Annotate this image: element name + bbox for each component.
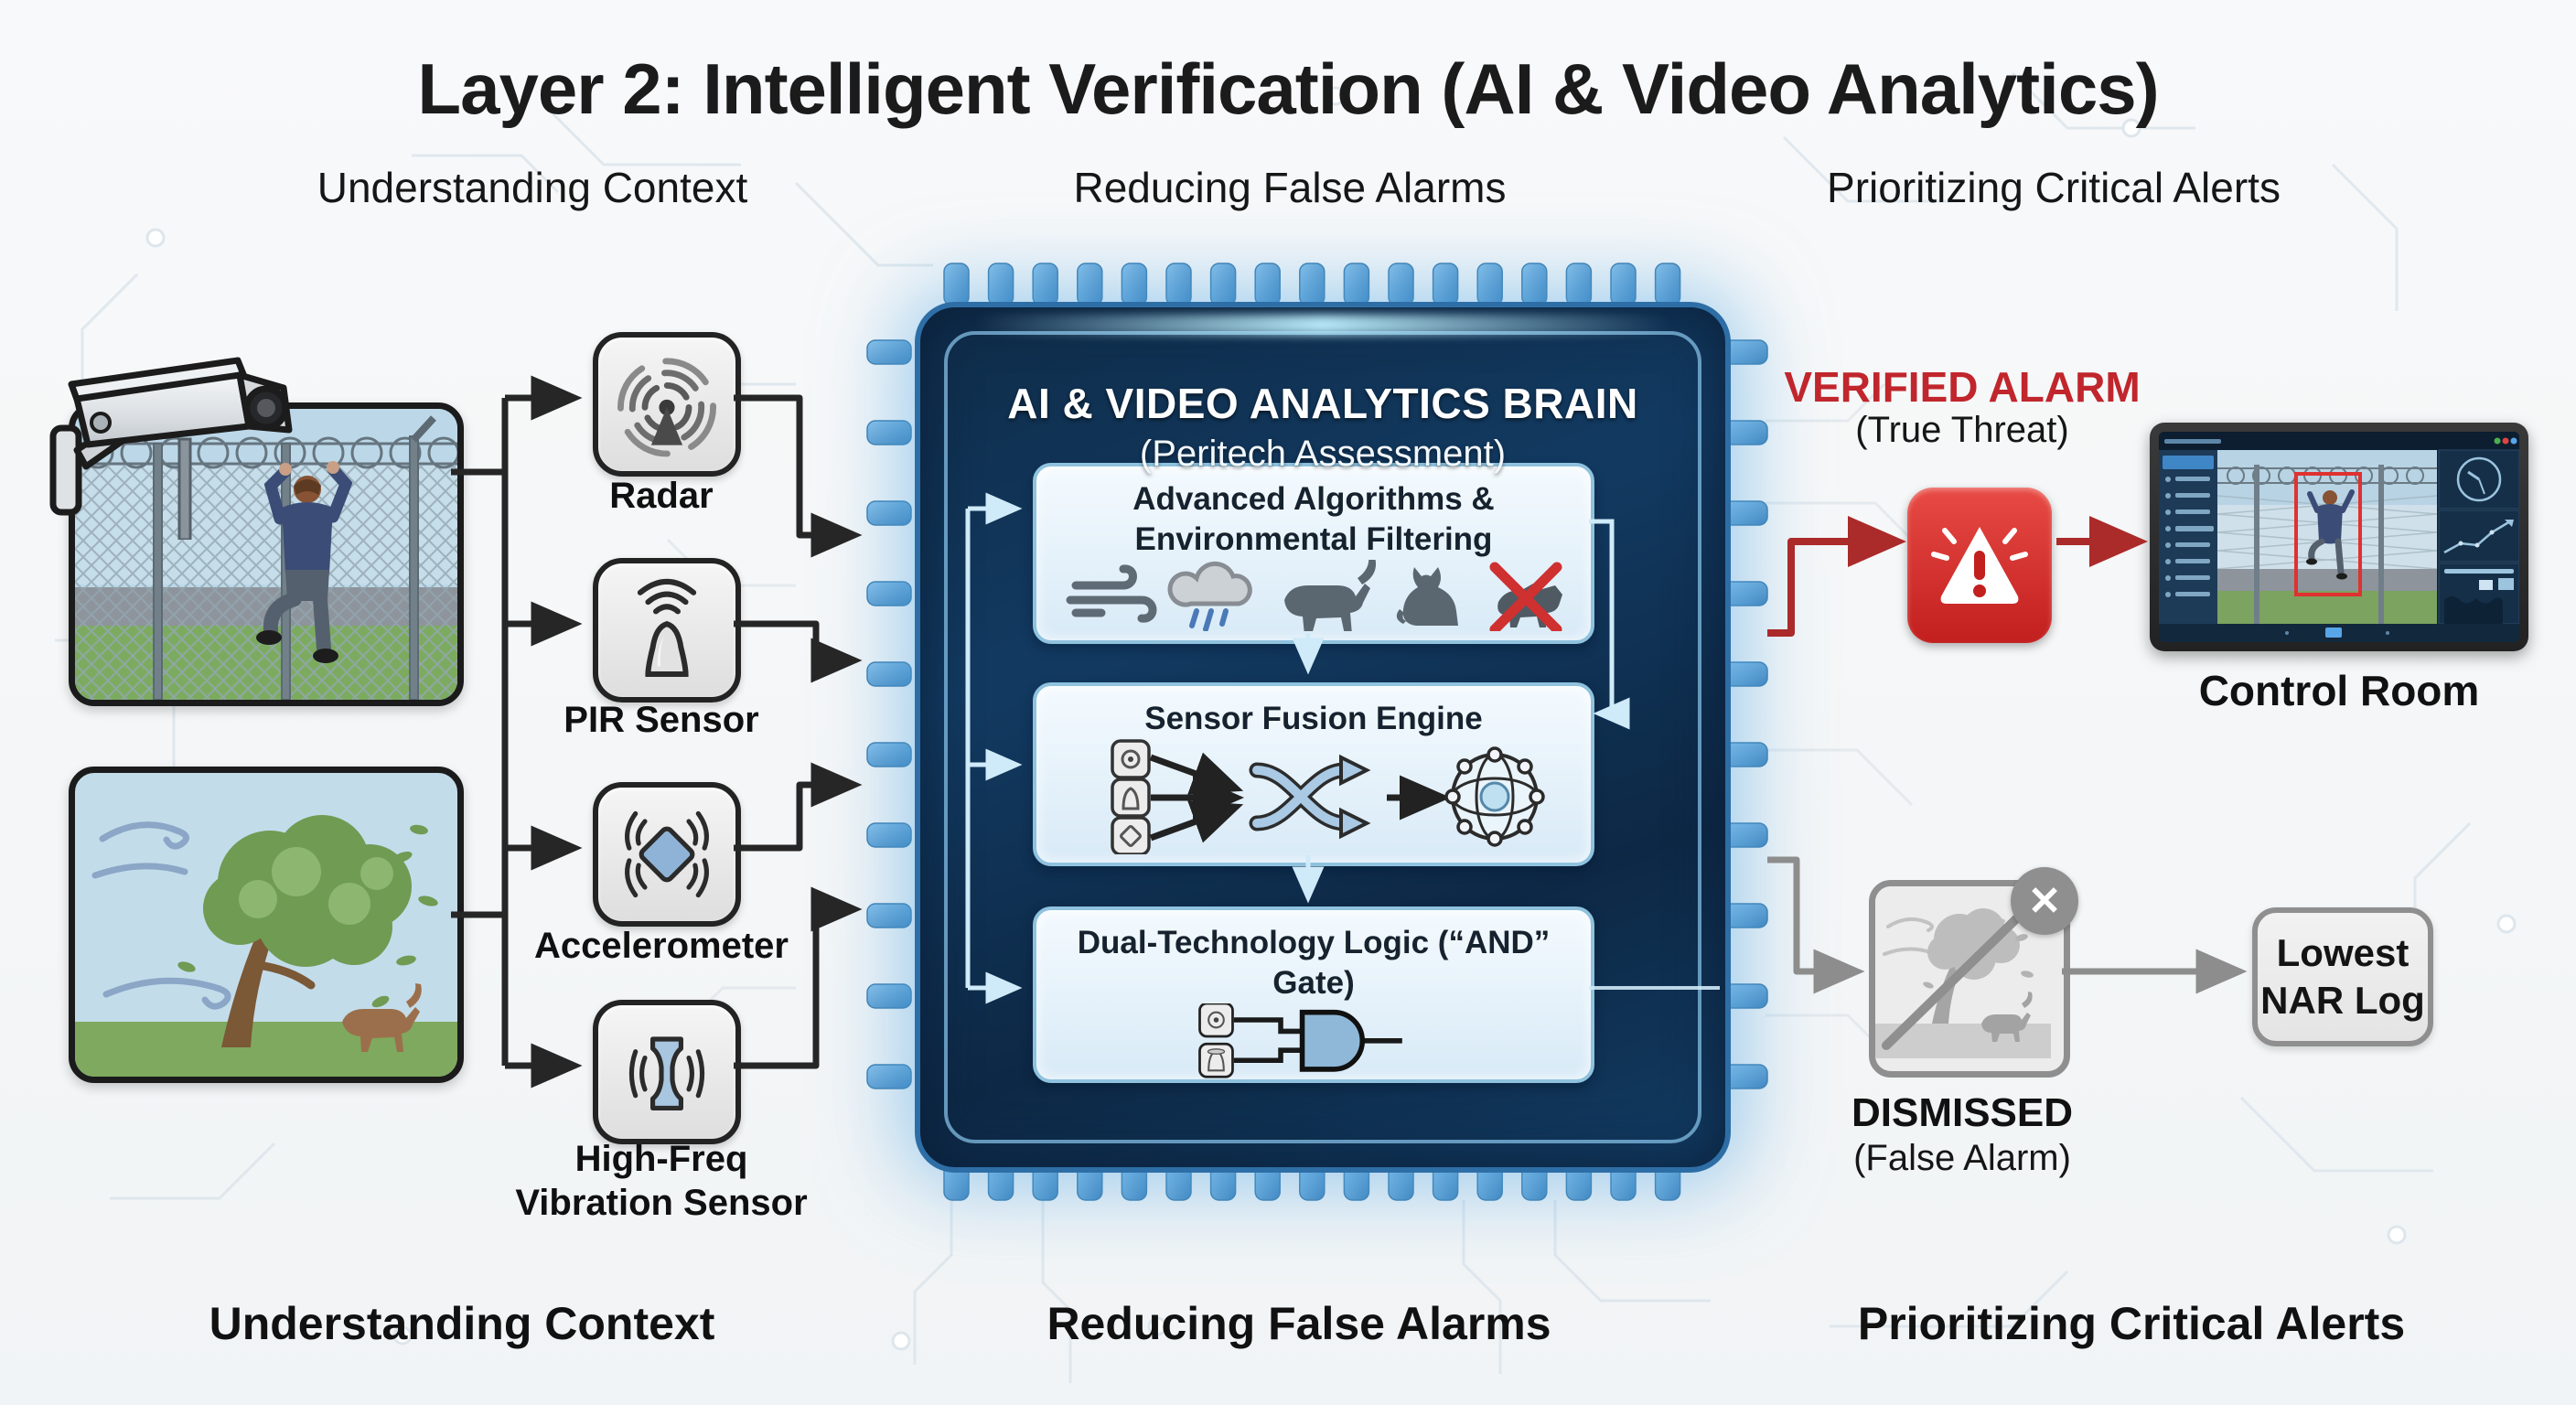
module3-title: Dual-Technology Logic (“AND” Gate): [1077, 925, 1551, 1001]
footer-prioritizing-critical-alerts: Prioritizing Critical Alerts: [1857, 1298, 2406, 1349]
detection-bounding-box: [2294, 472, 2362, 596]
vibration-sensor-label-line1: High-Freq: [574, 1139, 748, 1179]
module2-title: Sensor Fusion Engine: [1144, 701, 1483, 736]
dog-icon: [1284, 560, 1376, 631]
cat-icon: [1396, 567, 1458, 626]
dismissed-title: DISMISSED: [1851, 1090, 2074, 1135]
vibration-sensor-icon: [628, 1036, 705, 1110]
intruder-person: [256, 461, 353, 663]
alert-warning-icon: [1907, 488, 2052, 643]
pir-sensor-box: [593, 558, 741, 702]
control-room-monitor: [2150, 423, 2528, 651]
crossed-animal-icon: [1489, 562, 1562, 631]
vibration-sensor-box: [593, 1000, 741, 1144]
footer-reducing-false-alarms: Reducing False Alarms: [1046, 1298, 1551, 1349]
control-room-label: Control Room: [2198, 667, 2480, 714]
chip-glow-highlight: [975, 315, 1670, 335]
monitor-screen: [2159, 432, 2519, 642]
radar-label: Radar: [609, 476, 714, 516]
verified-alarm-subtitle: (True Threat): [1855, 410, 2069, 450]
windy-tree-scene-image: [69, 767, 464, 1083]
chip-subtitle: (Peritech Assessment): [1139, 434, 1507, 474]
verified-alarm-title: VERIFIED ALARM: [1784, 363, 2141, 411]
nar-log-line1: Lowest: [2276, 931, 2410, 974]
dismiss-x-glyph: ✕: [2027, 878, 2062, 924]
module1-title-line1: Advanced Algorithms &: [1132, 481, 1495, 517]
dismissed-subtitle: (False Alarm): [1853, 1138, 2071, 1178]
radar-icon: [617, 358, 716, 457]
pir-sensor-label: PIR Sensor: [564, 700, 759, 740]
accelerometer-label: Accelerometer: [534, 926, 789, 966]
module1-title-line2: Environmental Filtering: [1134, 521, 1493, 557]
pir-sensor-icon: [637, 579, 697, 677]
cctv-camera-icon: [49, 357, 293, 540]
windy-tree-graphic: [75, 815, 457, 1077]
vibration-sensor-label-line2: Vibration Sensor: [515, 1183, 808, 1223]
footer-understanding-context: Understanding Context: [209, 1298, 715, 1349]
chip-title: AI & VIDEO ANALYTICS BRAIN: [1007, 380, 1638, 427]
column-header-prioritizing-critical-alerts: Prioritizing Critical Alerts: [1827, 164, 2281, 211]
mini-sensor-chips: [1198, 1003, 1234, 1078]
page-title: Layer 2: Intelligent Verification (AI & …: [417, 48, 2159, 129]
dismiss-x-icon: ✕: [2011, 867, 2078, 935]
nar-log-box: Lowest NAR Log: [2252, 907, 2433, 1046]
ai-video-analytics-chip: AI & VIDEO ANALYTICS BRAIN (Peritech Ass…: [915, 302, 1731, 1173]
dismissed-slash: [1882, 902, 2034, 1050]
dog-silhouette: [342, 983, 422, 1052]
module-advanced-algorithms: Advanced Algorithms & Environmental Filt…: [1033, 463, 1594, 644]
module-dual-technology-logic: Dual-Technology Logic (“AND” Gate): [1033, 906, 1594, 1083]
analytics-panels: [2438, 449, 2519, 625]
and-gate-icon: [1299, 1009, 1366, 1072]
column-header-reducing-false-alarms: Reducing False Alarms: [1073, 164, 1507, 211]
mini-sensor-chips: [1111, 739, 1151, 854]
radar-sensor-box: [593, 332, 741, 477]
environmental-filter-icons: [1066, 560, 1562, 631]
wind-icon: [1066, 564, 1157, 623]
accelerometer-icon: [625, 810, 709, 898]
nar-log-line2: NAR Log: [2260, 979, 2425, 1022]
network-icon: [1444, 746, 1545, 847]
and-gate-graphic: [1198, 1003, 1402, 1078]
cat-silhouette: [1981, 992, 2033, 1042]
accelerometer-sensor-box: [593, 782, 741, 927]
rain-cloud-icon: [1167, 561, 1252, 631]
fusion-shuffle-icon: [1249, 754, 1371, 840]
module-sensor-fusion: Sensor Fusion Engine: [1033, 682, 1594, 866]
sensor-fusion-graphic: [1111, 739, 1545, 854]
column-header-understanding-context: Understanding Context: [317, 164, 748, 211]
